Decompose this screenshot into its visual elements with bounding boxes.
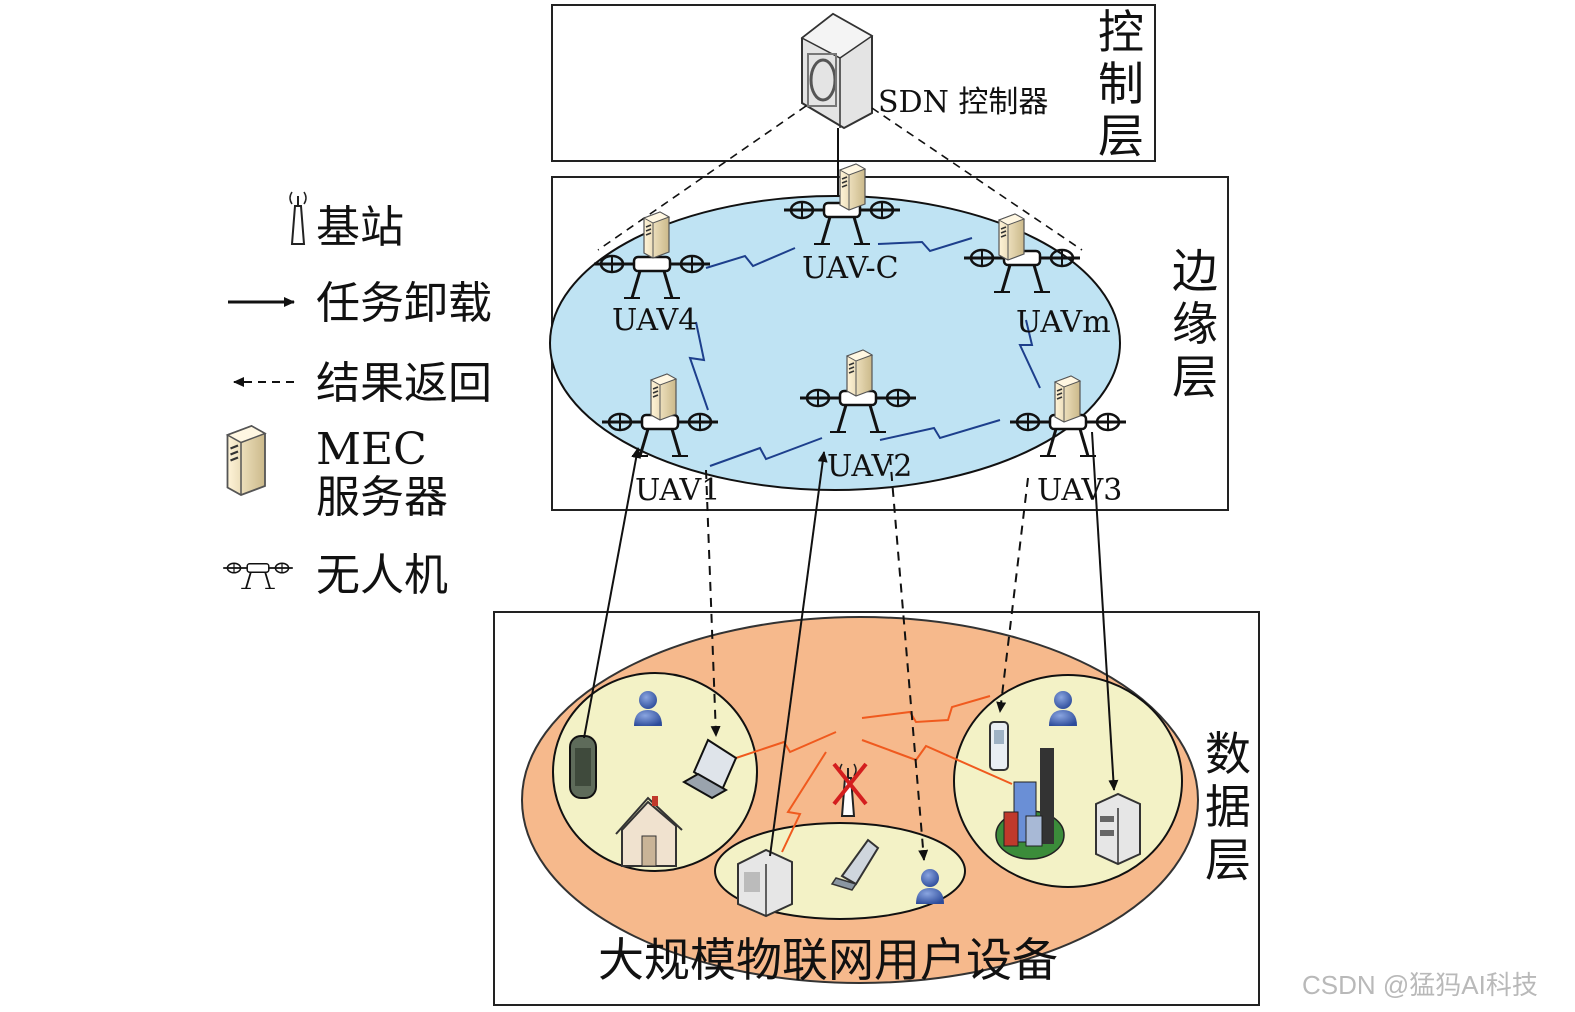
legend-uav-icon — [222, 562, 294, 590]
edge-layer-label-1: 边 — [1172, 244, 1218, 298]
disabled-cross-icon — [832, 762, 868, 806]
uav3-mec-icon — [1054, 375, 1081, 423]
uav3-label: UAV3 — [1037, 473, 1122, 508]
uav-c-mec-icon — [839, 163, 866, 211]
legend-offload-label: 任务卸载 — [316, 278, 492, 329]
laptop-icon — [681, 738, 738, 800]
sdn-controller-icon — [800, 12, 874, 130]
data-layer-label-3: 层 — [1205, 833, 1251, 887]
legend-uav-label: 无人机 — [316, 550, 448, 601]
smartphone-icon — [569, 735, 597, 799]
city-buildings-icon — [995, 748, 1065, 860]
edge-layer-ellipse — [549, 195, 1121, 491]
uavm-label: UAVm — [1016, 305, 1111, 340]
legend-mec-label-line1: MEC — [316, 424, 427, 475]
uav4-label: UAV4 — [612, 303, 697, 338]
office-building-icon-middle — [737, 848, 793, 918]
legend-base-station-label: 基站 — [316, 202, 404, 253]
user-cluster-left — [552, 672, 758, 872]
iot-wireless-links — [735, 695, 1013, 853]
sdn-controller-label: SDN 控制器 — [878, 85, 1048, 120]
office-building-icon-right — [1095, 792, 1141, 866]
uav2-mec-icon — [846, 349, 873, 397]
control-layer-label-2: 制 — [1098, 57, 1144, 111]
edge-layer-label-2: 缘 — [1172, 297, 1218, 351]
uav1-mec-icon — [650, 373, 677, 421]
legend-mec-label-line2: 服务器 — [316, 472, 448, 523]
data-layer-caption: 大规模物联网用户设备 — [598, 933, 1058, 987]
watermark: CSDN @猛犸AI科技 — [1302, 970, 1538, 1000]
uav-c-label: UAV-C — [802, 251, 899, 286]
result-return-arrows — [705, 455, 1029, 861]
uavm-mec-icon — [998, 213, 1025, 261]
uav4-mec-icon — [643, 211, 670, 259]
edge-layer-label-3: 层 — [1172, 350, 1218, 404]
legend-return-label: 结果返回 — [316, 358, 492, 409]
control-layer-label-1: 控 — [1098, 5, 1144, 59]
data-layer-label-2: 据 — [1205, 780, 1251, 834]
control-link-dashed-left — [597, 105, 807, 251]
flip-phone-icon — [830, 838, 880, 891]
legend-mec-icon — [226, 424, 267, 497]
legend-base-station-icon — [289, 191, 307, 245]
control-layer-label-3: 层 — [1098, 109, 1144, 163]
data-layer-label-1: 数 — [1205, 727, 1251, 781]
uav-wireless-links — [688, 237, 1041, 467]
cellphone-icon — [989, 721, 1009, 771]
task-offload-arrows — [583, 431, 1119, 857]
house-icon — [615, 796, 683, 867]
uav2-label: UAV2 — [827, 449, 912, 484]
control-link-dashed-right — [871, 107, 1083, 251]
